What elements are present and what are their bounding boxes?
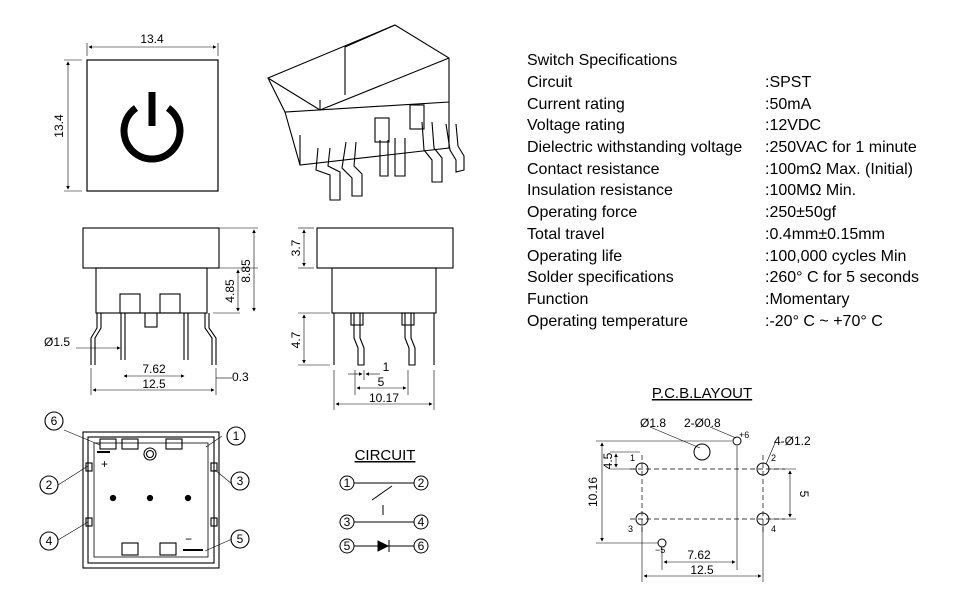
pcb-title: P.C.B.LAYOUT: [652, 385, 752, 402]
pcb-pin-3: 3: [628, 524, 633, 534]
front-view: [76, 227, 258, 395]
side-width: 10.17: [369, 391, 399, 405]
side-pitch: 5: [378, 375, 385, 389]
circuit-pin-4: 4: [418, 515, 425, 529]
spec-row: Function :Momentary: [527, 289, 967, 311]
spec-row: Solder specifications :260° C for 5 secon…: [527, 267, 967, 289]
front-h2: 8.85: [239, 259, 253, 283]
spec-value: :SPST: [765, 74, 812, 91]
pcb-d-large: Ø1.8: [640, 416, 666, 430]
bottom-pin-1: 1: [233, 429, 240, 443]
spec-value: :Momentary: [765, 290, 850, 308]
power-icon: [120, 105, 184, 163]
pcb-h2: 10.16: [586, 477, 600, 507]
side-view: [298, 227, 454, 410]
isometric-view: [267, 24, 465, 201]
spec-row: Current rating :50mA: [527, 94, 967, 116]
spec-row: Dielectric withstanding voltage :250VAC f…: [527, 137, 967, 159]
spec-value: :100,000 cycles Min: [765, 247, 907, 265]
bottom-pin-3: 3: [237, 474, 244, 488]
top-view: [64, 43, 219, 192]
front-pin-dia: Ø1.5: [44, 335, 70, 349]
side-t1: 1: [383, 360, 390, 374]
side-cap: 3.7: [289, 239, 303, 256]
spec-value: :250±50gf: [765, 204, 837, 222]
front-lead: 0.3: [232, 370, 249, 384]
front-h1: 4.85: [223, 279, 237, 303]
front-pitch: 7.62: [142, 362, 166, 376]
spec-name: Operating life: [527, 247, 623, 265]
bottom-view: [39, 411, 250, 569]
circuit-title: CIRCUIT: [355, 447, 416, 464]
pcb-d-small: 4-Ø1.2: [774, 434, 811, 448]
pcb-pin-2: 2: [771, 453, 776, 463]
bottom-pin-4: 4: [46, 534, 53, 548]
spec-table: Switch Specifications Circuit :SPST Curre…: [527, 50, 967, 332]
side-lead: 4.7: [289, 331, 303, 348]
spec-row: Operating temperature :-20° C ~ +70° C: [527, 311, 967, 333]
pcb-width: 12.5: [690, 563, 714, 577]
circuit-pin-1: 1: [344, 476, 351, 490]
spec-value: :12VDC: [765, 117, 822, 135]
spec-value: :100mΩ Max. (Initial): [765, 160, 913, 178]
spec-name: Current rating: [527, 95, 625, 113]
spec-value: :100MΩ Min.: [765, 182, 857, 200]
spec-name: Solder specifications: [527, 269, 674, 287]
pcb-h1: 4.5: [601, 452, 615, 469]
bottom-minus: −: [185, 532, 192, 546]
pcb-pitch: 7.62: [687, 548, 711, 562]
spec-value: :260° C for 5 seconds: [765, 269, 920, 287]
spec-row: Contact resistance :100mΩ Max. (Initial): [527, 159, 967, 181]
top-height-label: 13.4: [52, 114, 66, 138]
spec-name: Dielectric withstanding voltage: [527, 139, 743, 157]
spec-row: Insulation resistance :100MΩ Min.: [527, 180, 967, 202]
spec-value: :0.4mm±0.15mm: [765, 225, 885, 243]
spec-name: Operating force: [527, 204, 638, 222]
spec-row: Operating life :100,000 cycles Min: [527, 246, 967, 268]
pcb-minus: −5: [655, 545, 665, 555]
spec-row: Operating force :250±50gf: [527, 202, 967, 224]
spec-value: :-20° C ~ +70° C: [765, 312, 883, 330]
bottom-pin-5: 5: [237, 532, 244, 546]
circuit-pin-2: 2: [418, 476, 425, 490]
spec-value: :50mA: [765, 95, 812, 113]
bottom-pin-6: 6: [51, 414, 58, 428]
spec-title: Switch Specifications: [527, 52, 678, 69]
front-width: 12.5: [142, 377, 166, 391]
circuit-pin-6: 6: [418, 539, 425, 553]
spec-name: Circuit: [527, 74, 573, 91]
bottom-plus: +: [101, 457, 108, 471]
spec-name: Insulation resistance: [527, 182, 673, 200]
spec-row: Circuit :SPST: [527, 72, 967, 94]
circuit-pin-5: 5: [344, 539, 351, 553]
spec-name: Operating temperature: [527, 312, 688, 330]
circuit-diagram: [339, 475, 429, 554]
bottom-pin-2: 2: [46, 478, 53, 492]
spec-name: Function: [527, 290, 589, 308]
spec-value: :250VAC for 1 minute: [765, 139, 917, 157]
spec-name: Voltage rating: [527, 117, 625, 135]
circuit-pin-3: 3: [344, 515, 351, 529]
pcb-d-mid: 2-Ø0.8: [684, 416, 721, 430]
led-icon: [377, 540, 390, 552]
spec-name: Contact resistance: [527, 160, 660, 178]
pcb-layout: [596, 426, 796, 582]
top-view-body: [86, 59, 219, 192]
pcb-v: 5: [797, 491, 811, 498]
spec-name: Total travel: [527, 225, 605, 243]
pcb-plus: +6: [739, 430, 749, 440]
pcb-pin-1: 1: [630, 453, 635, 463]
spec-row: Voltage rating :12VDC: [527, 115, 967, 137]
top-width-label: 13.4: [140, 32, 164, 46]
pcb-pin-4: 4: [771, 524, 776, 534]
spec-row: Total travel :0.4mm±0.15mm: [527, 224, 967, 246]
